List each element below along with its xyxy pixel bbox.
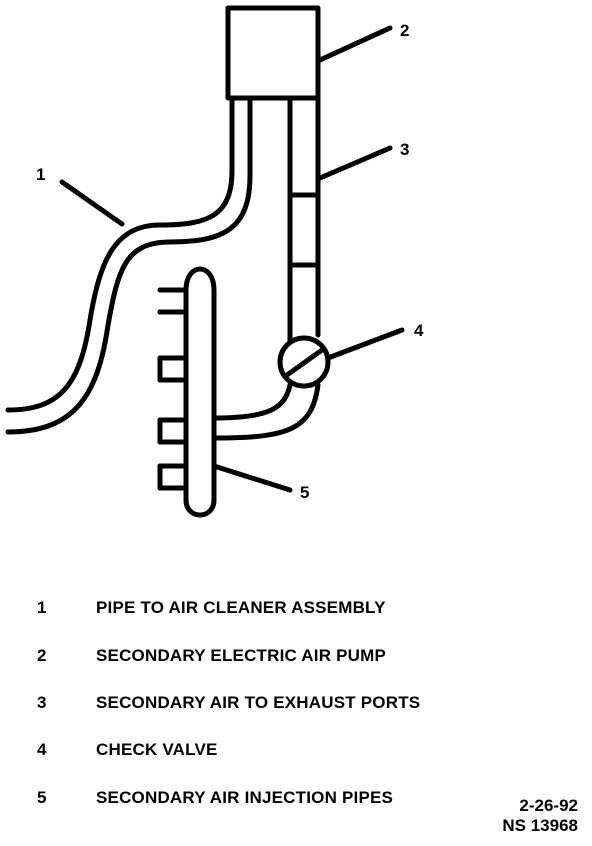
air-cleaner-pipe-outer — [5, 95, 235, 413]
valve-to-manifold-pipe-top — [211, 382, 293, 421]
check-valve-gate — [284, 347, 325, 378]
leader-line-5 — [211, 463, 293, 493]
callout-2: 2 — [400, 21, 409, 40]
legend-text: SECONDARY AIR INJECTION PIPES — [96, 788, 394, 807]
valve-to-manifold-pipe-bottom — [211, 382, 321, 441]
injection-port-4 — [157, 417, 189, 445]
callout-5: 5 — [300, 483, 309, 502]
legend-text: CHECK VALVE — [96, 740, 218, 759]
injection-port-5 — [157, 463, 189, 491]
legend-number: 2 — [37, 646, 47, 665]
legend-text: SECONDARY AIR TO EXHAUST PORTS — [96, 693, 421, 712]
leader-line-2 — [317, 25, 393, 63]
injection-port-3 — [157, 355, 189, 383]
leader-line-4 — [325, 327, 405, 361]
figure-code: NS 13968 — [502, 816, 578, 835]
legend-text: PIPE TO AIR CLEANER ASSEMBLY — [96, 598, 386, 617]
injection-manifold — [183, 266, 217, 518]
legend-number: 1 — [37, 598, 47, 617]
air-cleaner-pipe-inner — [5, 95, 253, 435]
legend-text: SECONDARY ELECTRIC AIR PUMP — [96, 646, 387, 665]
leader-line-3 — [317, 145, 393, 181]
legend-number: 5 — [37, 788, 47, 807]
legend-number: 4 — [37, 740, 47, 759]
callout-1: 1 — [36, 165, 45, 184]
air-injection-diagram: 1 2 3 4 5 — [5, 5, 424, 518]
figure-date: 2-26-92 — [519, 796, 578, 815]
injection-port-1 — [157, 287, 189, 315]
legend-number: 3 — [37, 693, 47, 712]
figure-stamp: 2-26-92 NS 13968 — [502, 796, 578, 836]
leader-line-1 — [59, 179, 125, 227]
callout-4: 4 — [414, 321, 424, 340]
callout-3: 3 — [400, 140, 409, 159]
air-pump-box — [225, 5, 321, 101]
